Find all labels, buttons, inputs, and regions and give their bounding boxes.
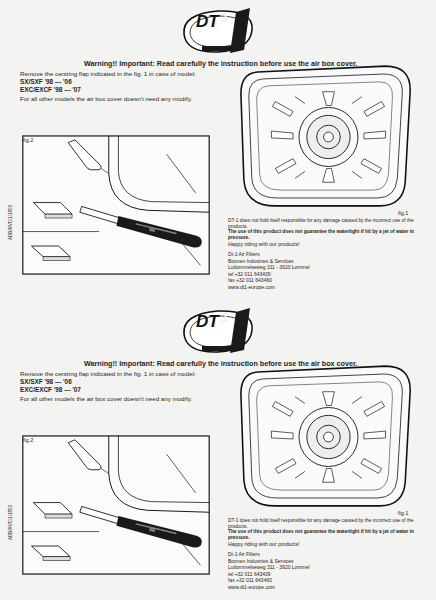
disclaimer: The use of this product does not guarant… <box>228 529 424 540</box>
document-code: ADB/RVC/1/1803 <box>8 505 13 540</box>
address-line: fax +32 011 643460 <box>228 278 272 284</box>
model-range: EXC/EXCF '98 --- '07 <box>20 86 81 93</box>
address-line: www.dt1-europe.com <box>228 285 275 291</box>
instruction-text: Remove the centring flap indicated in th… <box>20 370 196 377</box>
closing-note: Happy riding with our products! <box>228 242 300 248</box>
figure-label: fig.1 <box>398 510 408 516</box>
warning-heading: Warning!! Important: Read carefully the … <box>84 360 357 368</box>
figure-label: fig.2 <box>23 137 33 143</box>
logo-mark: 1 <box>221 9 229 25</box>
lower-sheet <box>23 308 410 574</box>
address-line: tel +32 011 643439 <box>228 272 271 278</box>
brand-logo <box>184 8 252 53</box>
instruction-text: For all other models the air box cover d… <box>20 95 192 102</box>
disclaimer: The use of this product does not guarant… <box>228 229 424 240</box>
instruction-text: For all other models the air box cover d… <box>20 395 192 402</box>
address-line: Lutlommelseweg 311 - 3920 Lommel <box>228 565 310 571</box>
model-range: SX/SXF '98 --- '06 <box>20 78 72 85</box>
logo-mark: 1 <box>221 309 229 325</box>
upper-sheet <box>23 8 410 274</box>
logo-mark: DT <box>196 12 219 32</box>
address-line: tel +32 011 643439 <box>228 572 271 578</box>
address-line: Dt-1 Air Filters <box>228 552 260 558</box>
address-line: Lutlommelseweg 311 - 3920 Lommel <box>228 265 310 271</box>
model-range: SX/SXF '98 --- '06 <box>20 378 72 385</box>
air-box-cover-figure <box>241 66 410 206</box>
flap-removal-figure <box>23 136 209 274</box>
closing-note: Happy riding with our products! <box>228 542 300 548</box>
warning-heading: Warning!! Important: Read carefully the … <box>84 60 357 68</box>
address-line: www.dt1-europe.com <box>228 585 275 591</box>
address-line: Boonen Industries & Services <box>228 559 294 565</box>
figure-label: fig.2 <box>23 437 33 443</box>
flap-removal-figure <box>23 436 209 574</box>
figure-label: fig.1 <box>398 210 408 216</box>
address-line: fax +32 011 643460 <box>228 578 272 584</box>
instruction-text: Remove the centring flap indicated in th… <box>20 70 196 77</box>
document-code: ADB/RVC/1/1803 <box>8 205 13 240</box>
brand-logo <box>184 308 252 353</box>
disclaimer: DT-1 does not hold itself responsible fo… <box>228 518 424 529</box>
model-range: EXC/EXCF '98 --- '07 <box>20 386 81 393</box>
address-line: Boonen Industries & Services <box>228 259 294 265</box>
address-line: Dt-1 Air Filters <box>228 252 260 258</box>
disclaimer: DT-1 does not hold itself responsible fo… <box>228 218 424 229</box>
logo-mark: DT <box>196 312 219 332</box>
air-box-cover-figure <box>241 366 410 506</box>
